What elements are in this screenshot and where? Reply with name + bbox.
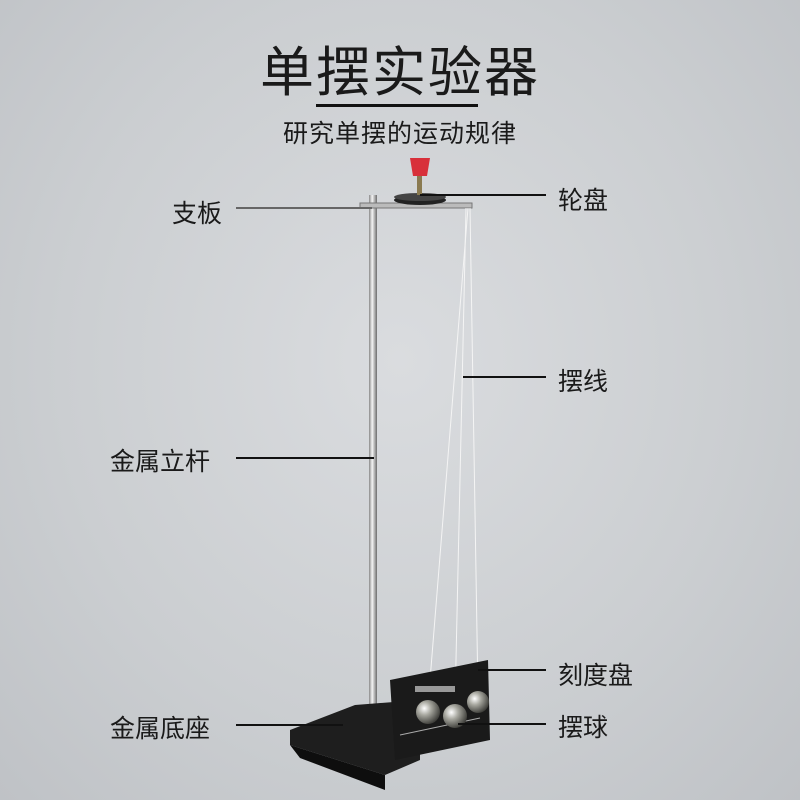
- label-pendulum-string: 摆线: [558, 367, 609, 396]
- label-pendulum-ball: 摆球: [558, 713, 609, 742]
- wheel: [394, 158, 446, 205]
- label-scale-dial: 刻度盘: [558, 661, 634, 690]
- title-underline: [316, 104, 478, 107]
- label-wheel: 轮盘: [558, 186, 609, 215]
- page-subtitle: 研究单摆的运动规律: [282, 119, 517, 148]
- page-title: 单摆实验器: [260, 41, 540, 104]
- label-metal-base: 金属底座: [110, 714, 211, 743]
- scale-dial: [390, 660, 490, 760]
- metal-base: [290, 700, 420, 790]
- label-support-plate: 支板: [172, 199, 223, 228]
- label-metal-rod: 金属立杆: [110, 447, 211, 476]
- pendulum-ball: [416, 691, 489, 728]
- pendulum-string: [427, 207, 479, 706]
- metal-rod: [369, 195, 377, 715]
